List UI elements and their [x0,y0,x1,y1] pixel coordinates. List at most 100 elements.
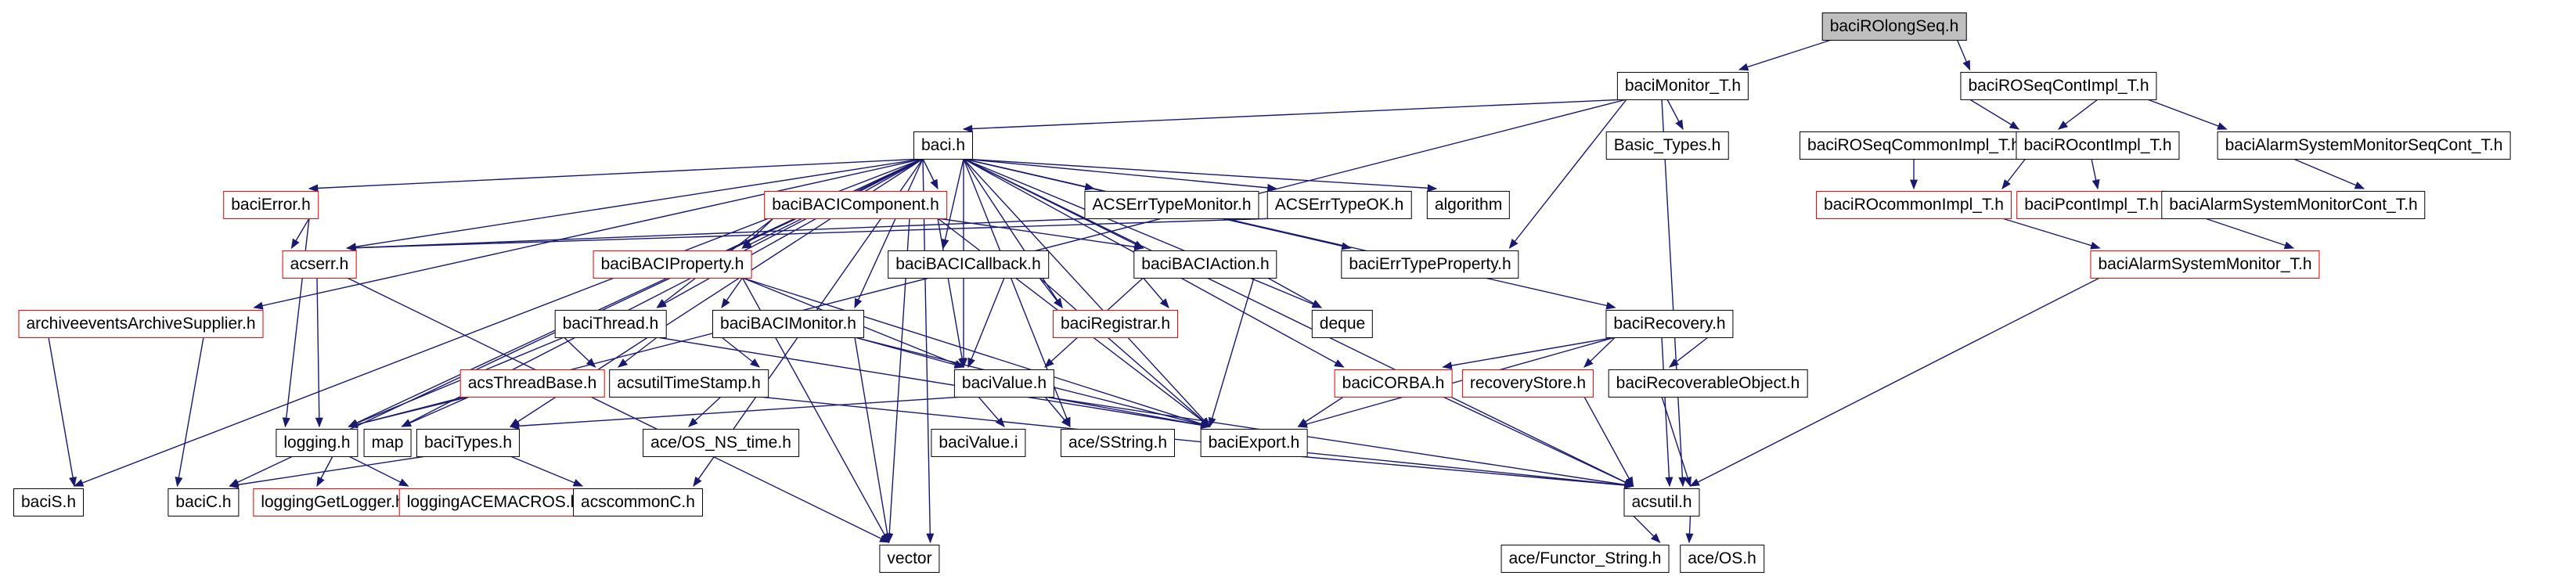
include-edge [2091,158,2100,190]
graph-node-bacibacimonitor-h[interactable]: baciBACIMonitor.h [712,309,864,339]
graph-node-bacialarmsystemmonitor-t-h[interactable]: baciAlarmSystemMonitor_T.h [2090,250,2320,279]
include-edge [48,337,77,488]
include-edge [2057,99,2099,130]
graph-node-ace-sstring-h[interactable]: ace/SString.h [1060,428,1176,458]
include-edge [854,158,924,309]
include-edge [1661,396,1692,488]
graph-node-logginggetlogger-h[interactable]: loggingGetLogger.h [253,488,413,517]
include-edge [290,218,310,250]
graph-node-deque[interactable]: deque [1311,309,1374,339]
graph-node-acserrtypemonitor-h[interactable]: ACSErrTypeMonitor.h [1084,190,1259,220]
graph-node-bacivalue-i[interactable]: baciValue.i [931,428,1026,458]
include-edge [1297,337,1616,428]
graph-node-bacialarmsystemmonitorcont-t-h[interactable]: baciAlarmSystemMonitorCont_T.h [2161,190,2426,220]
graph-node-acserrtypeok-h[interactable]: ACSErrTypeOK.h [1266,190,1412,220]
graph-node-map[interactable]: map [363,428,412,458]
include-edge [937,218,1144,251]
include-edge [1689,277,2100,487]
graph-node-vector[interactable]: vector [879,544,940,574]
graph-node-bacis-h[interactable]: baciS.h [13,488,85,517]
graph-node-acsthreadbase-h[interactable]: acsThreadBase.h [459,369,605,398]
include-edge [564,337,596,368]
graph-node-bacimonitor-t-h[interactable]: baciMonitor_T.h [1616,71,1749,101]
graph-node-loggingacemacros-h[interactable]: loggingACEMACROS.h [398,488,588,517]
graph-node-bacibacicomponent-h[interactable]: baciBACIComponent.h [764,190,947,220]
graph-node-acsutil-h[interactable]: acsutil.h [1623,488,1700,517]
include-edge [2001,158,2027,189]
graph-node-baci-h[interactable]: baci.h [913,131,974,160]
include-edge [510,455,584,487]
include-edge [1508,99,1627,249]
graph-node-logging-h[interactable]: logging.h [276,428,358,458]
include-edge [348,455,409,487]
include-edge [1044,396,1634,489]
include-edge [509,396,964,430]
include-edge [967,277,1005,369]
include-edge [346,158,924,251]
graph-node-acsutiltimestamp-h[interactable]: acsutilTimeStamp.h [609,369,769,398]
include-edge [854,337,892,544]
graph-node-acserr-h[interactable]: acserr.h [282,250,357,279]
include-edge [1443,396,1634,487]
include-edge [963,158,1323,308]
include-edge [963,158,1634,487]
include-edge [1669,337,1709,368]
graph-node-algorithm[interactable]: algorithm [1426,190,1511,220]
include-edge [1969,99,2020,130]
graph-node-bacirecoverableobject-h[interactable]: baciRecoverableObject.h [1608,369,1808,398]
graph-node-bacipcontimpl-t-h[interactable]: baciPcontImpl_T.h [2016,190,2167,220]
include-edge [978,396,1005,427]
include-edge [1208,277,1255,428]
graph-node-bacivalue-h[interactable]: baciValue.h [953,369,1055,398]
graph-node-bacithread-h[interactable]: baciThread.h [554,309,667,339]
graph-node-basic-types-h[interactable]: Basic_Types.h [1605,131,1729,160]
include-edge [1583,396,1634,488]
graph-node-archiveeventsarchivesupplier-h[interactable]: archiveeventsArchiveSupplier.h [18,309,264,339]
graph-node-ace-os-h[interactable]: ace/OS.h [1680,544,1764,574]
include-edge [308,158,924,193]
include-edge [1633,515,1661,543]
include-edge [1142,277,1169,308]
include-edge [963,158,1211,427]
include-edge [401,396,470,427]
graph-node-bacialarmsystemmonitorseqcont-t-h[interactable]: baciAlarmSystemMonitorSeqCont_T.h [2217,131,2511,160]
include-edge [1666,99,1684,131]
graph-node-baciregistrar-h[interactable]: baciRegistrar.h [1052,309,1179,339]
graph-node-bacitypes-h[interactable]: baciTypes.h [416,428,521,458]
graph-node-bacibaciproperty-h[interactable]: baciBACIProperty.h [593,250,752,279]
include-edge [1442,337,1616,370]
include-edge [721,277,744,309]
include-edge [1039,277,1063,309]
graph-node-bacirecovery-h[interactable]: baciRecovery.h [1605,309,1734,339]
graph-node-baciexport-h[interactable]: baciExport.h [1200,428,1308,458]
graph-node-bacierror-h[interactable]: baciError.h [223,190,319,220]
include-edge [1039,277,1211,427]
include-edge [962,99,1627,133]
include-edge [742,277,1211,428]
graph-node-baciroseqcontimpl-t-h[interactable]: baciROSeqContImpl_T.h [1960,71,2157,101]
include-edge [1956,39,1971,71]
include-edge [688,396,722,427]
graph-node-bacibacicallback-h[interactable]: baciBACICallback.h [888,250,1049,279]
graph-node-bacicorba-h[interactable]: baciCORBA.h [1334,369,1453,398]
graph-node-recoverystore-h[interactable]: recoveryStore.h [1461,369,1594,398]
graph-node-acscommonc-h[interactable]: acscommonC.h [573,488,703,517]
graph-node-baciroseqcommonimpl-t-h[interactable]: baciROSeqCommonImpl_T.h [1800,131,2028,160]
include-edge [175,337,204,488]
include-edge [315,277,323,428]
include-edge [721,337,760,368]
graph-node-bacirolongseq-h[interactable]: baciROlongSeq.h [1821,12,1967,41]
graph-node-bacierrtypeproperty-h[interactable]: baciErrTypeProperty.h [1341,250,1519,279]
graph-node-bacic-h[interactable]: baciC.h [168,488,240,517]
graph-node-bacirocontimpl-t-h[interactable]: baciROcontImpl_T.h [2016,131,2180,160]
graph-node-bacibaciaction-h[interactable]: baciBACIAction.h [1133,250,1277,279]
include-edge [229,455,427,489]
graph-node-ace-functor-string-h[interactable]: ace/Functor_String.h [1501,544,1670,574]
graph-node-bacirocommonimpl-t-h[interactable]: baciROcommonImpl_T.h [1816,190,2012,220]
graph-node-ace-os-ns-time-h[interactable]: ace/OS_NS_time.h [643,428,799,458]
include-edge [1661,337,1673,488]
include-edge [347,277,890,543]
include-edge [1738,39,1832,71]
